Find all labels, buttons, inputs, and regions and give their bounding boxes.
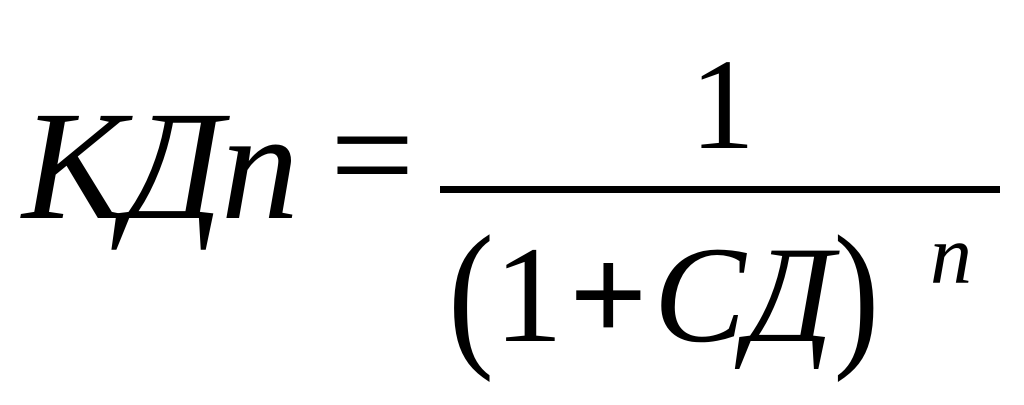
denominator-one: 1 xyxy=(493,218,563,371)
exponent: n xyxy=(930,209,972,302)
equals-sign: = xyxy=(330,72,415,238)
fraction-numerator: 1 xyxy=(690,33,755,177)
close-parenthesis: ) xyxy=(833,202,880,383)
fraction-bar xyxy=(440,186,1000,193)
open-parenthesis: ( xyxy=(448,202,494,383)
formula-lhs: КДn xyxy=(22,79,299,252)
plus-sign: + xyxy=(568,218,648,371)
denominator-variable: СД xyxy=(653,218,834,371)
fraction-denominator: (1+СД) xyxy=(448,211,879,374)
